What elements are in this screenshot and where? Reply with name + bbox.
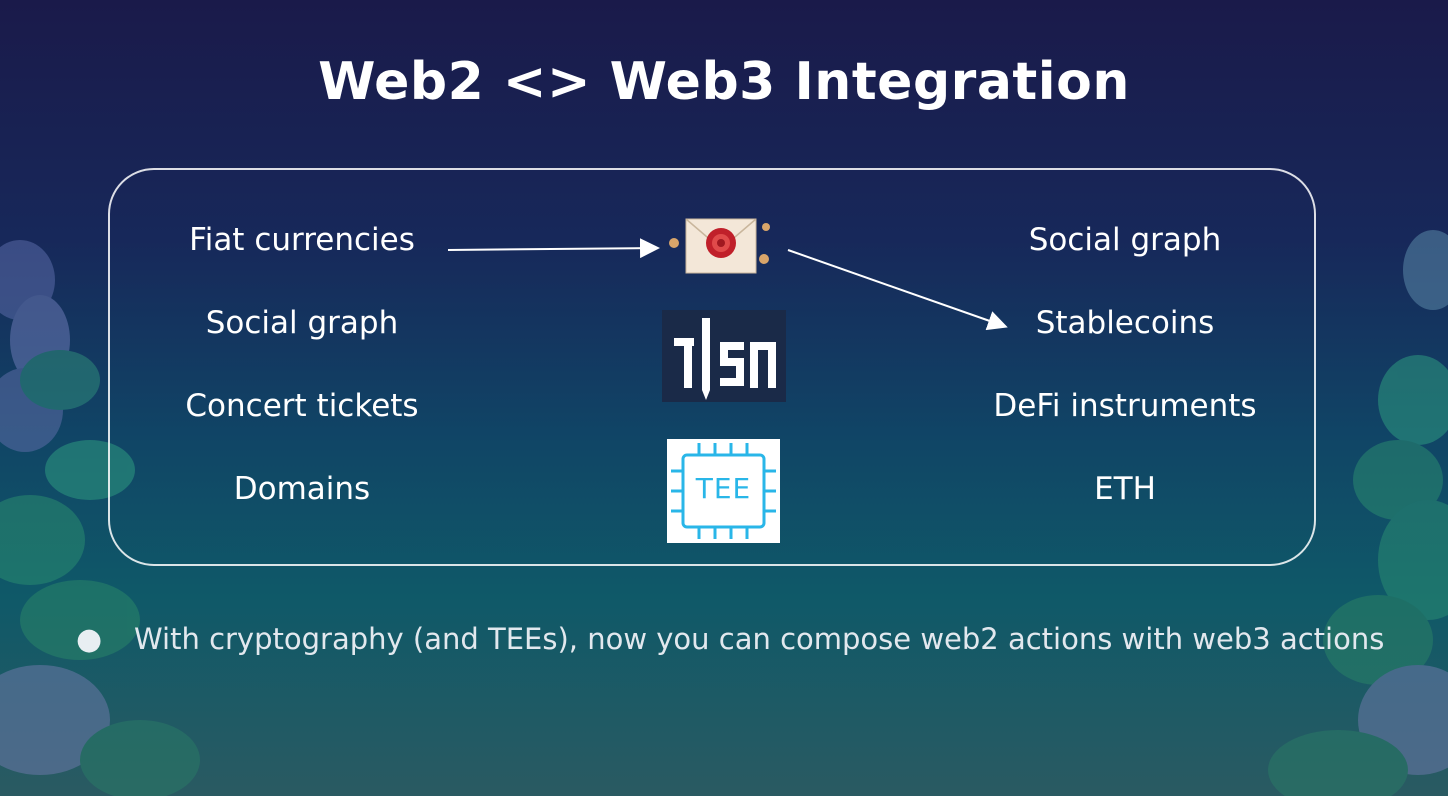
flashbots-logo-icon bbox=[662, 310, 786, 402]
bullet-point-marker: ● bbox=[76, 622, 103, 657]
right-item-stablecoins: Stablecoins bbox=[1035, 305, 1215, 341]
left-item-fiat-currencies: Fiat currencies bbox=[189, 222, 415, 258]
bullet-text: With cryptography (and TEEs), now you ca… bbox=[134, 622, 1385, 656]
left-item-domains: Domains bbox=[233, 471, 371, 507]
left-item-concert-tickets: Concert tickets bbox=[185, 388, 419, 424]
integration-panel bbox=[108, 168, 1316, 566]
slide-title: Web2 <> Web3 Integration bbox=[318, 52, 1130, 112]
tee-label: TEE bbox=[695, 472, 752, 505]
right-item-defi-instruments: DeFi instruments bbox=[993, 388, 1257, 424]
right-item-social-graph: Social graph bbox=[1028, 222, 1222, 258]
foliage-left-decoration bbox=[0, 240, 200, 796]
envelope-wax-seal-icon bbox=[669, 218, 770, 274]
tee-chip-icon: TEE bbox=[667, 439, 780, 543]
right-item-eth: ETH bbox=[1094, 471, 1156, 507]
foliage-right-decoration bbox=[1268, 230, 1448, 796]
left-item-social-graph: Social graph bbox=[205, 305, 399, 341]
